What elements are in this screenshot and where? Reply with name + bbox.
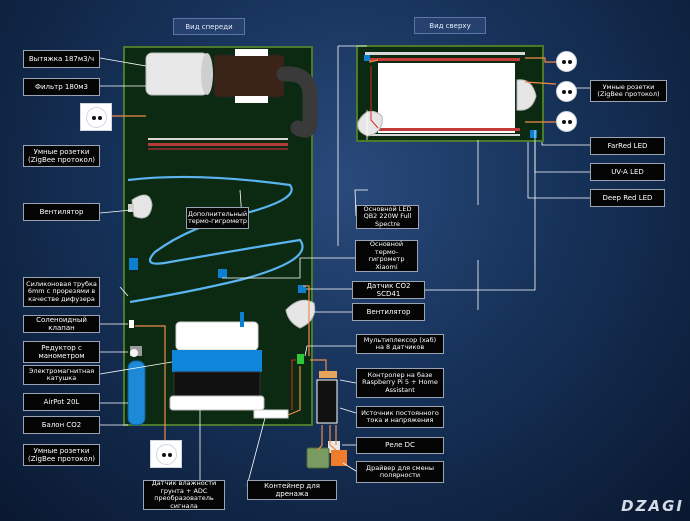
label-em-coil: Электромагнитная катушка: [23, 365, 100, 385]
power-supply-device: [316, 379, 338, 424]
filter-cylinder-end: [201, 53, 213, 95]
top-sensor-blue: [530, 130, 537, 138]
top-sensor-small: [364, 55, 370, 61]
exhaust-fan-body: [213, 54, 285, 98]
label-smart-sockets-bottom: Умные розетки (ZigBee протокол): [23, 444, 100, 466]
label-relay: Реле DC: [356, 437, 444, 454]
airpot-base: [169, 395, 265, 411]
top-fan-right: [516, 79, 537, 111]
drain-container: [306, 447, 330, 469]
logo-text: DZAGI: [621, 497, 684, 515]
exhaust-fan-top: [235, 49, 268, 56]
top-led-stripe-1: [365, 52, 525, 55]
smart-socket-right-3: [556, 111, 577, 132]
smart-socket-right-1: [556, 51, 577, 72]
label-extra-thermo: Дополнительный термо-гигрометр: [186, 207, 249, 229]
exhaust-duct: [276, 66, 318, 138]
controller-device: [319, 371, 337, 378]
co2-sensor-device: [298, 285, 306, 293]
co2-tank: [127, 360, 146, 426]
label-soil-sensor: Датчик влажности грунта + ADC преобразов…: [143, 479, 225, 510]
orange-wires: [105, 57, 565, 451]
label-fan-right: Вентилятор: [352, 303, 425, 321]
label-airpot: AirPot 20L: [23, 393, 100, 411]
label-solenoid: Соленоидный клапан: [23, 315, 100, 333]
label-reducer: Редуктор с манометром: [23, 341, 100, 363]
label-filter: Фильтр 180м3: [23, 78, 100, 96]
label-uva: UV-A LED: [590, 163, 665, 181]
top-led-stripe-3: [370, 128, 520, 131]
label-co2-tank: Балон CO2: [23, 416, 100, 434]
label-silicone-tube: Силиконовая трубка 6mm с прорезями в кач…: [23, 277, 100, 307]
drain-tray: [253, 409, 289, 419]
multiplexer-device: [297, 354, 304, 364]
smart-socket-left-outlet: [86, 107, 107, 128]
airpot-lid: [175, 321, 259, 351]
top-fan-left: [357, 110, 383, 137]
airpot-band: [172, 350, 262, 372]
front-led-bar-3: [148, 148, 288, 150]
smart-socket-bottom-outlet: [156, 444, 177, 465]
label-exhaust: Вытяжка 187м3/ч: [23, 50, 100, 68]
soil-probe: [240, 312, 244, 327]
label-main-led: Основной LED QB2 220W Full Spectre: [356, 205, 419, 229]
label-drain: Контейнер для дренажа: [247, 480, 337, 500]
label-fan-left: Вентилятор: [23, 203, 100, 221]
label-main-thermo: Основной термо-гигрометр Xiaomi: [355, 240, 418, 272]
red-wires: [291, 66, 379, 410]
smart-socket-right-2: [556, 81, 577, 102]
driver-device: [331, 450, 347, 466]
top-led-stripe-2: [370, 58, 520, 61]
label-multiplexer: Мультиплексор (хаб) на 8 датчиков: [356, 334, 444, 354]
label-deepred: Deep Red LED: [590, 189, 665, 207]
front-led-bar-1: [148, 138, 288, 140]
label-co2-sensor: Датчик CO2 SCD41: [352, 281, 425, 299]
airpot-body: [173, 371, 261, 399]
reducer-gauge: [130, 349, 138, 357]
top-led-panel: [378, 63, 515, 133]
exhaust-fan-bottom: [235, 96, 268, 103]
label-driver: Драйвер для смены полярности: [356, 461, 444, 483]
solenoid-device: [129, 320, 134, 328]
top-led-stripe-4: [370, 134, 520, 136]
extra-thermo-device: [129, 258, 138, 270]
label-power-supply: Источник постоянного тока и напряжения: [356, 406, 444, 428]
header-top-view: Вид сверху: [414, 17, 486, 34]
fan-right-shape: [285, 299, 316, 329]
main-thermo-device: [218, 269, 227, 278]
label-smart-sockets-right: Умные розетки (ZigBee протокол): [590, 80, 667, 102]
label-farred: FarRed LED: [590, 137, 665, 155]
fan-left-shape: [131, 194, 153, 219]
label-smart-sockets-left: Умные розетки (ZigBee протокол): [23, 145, 100, 167]
header-front-view: Вид спереди: [173, 18, 245, 35]
label-controller: Контролер на базе Raspberry Pi 5 + Home …: [356, 368, 444, 398]
white-wires: [99, 45, 590, 487]
front-led-bar-2: [148, 143, 288, 146]
fan-left-hub: [128, 204, 134, 212]
filter-cylinder: [145, 52, 209, 96]
